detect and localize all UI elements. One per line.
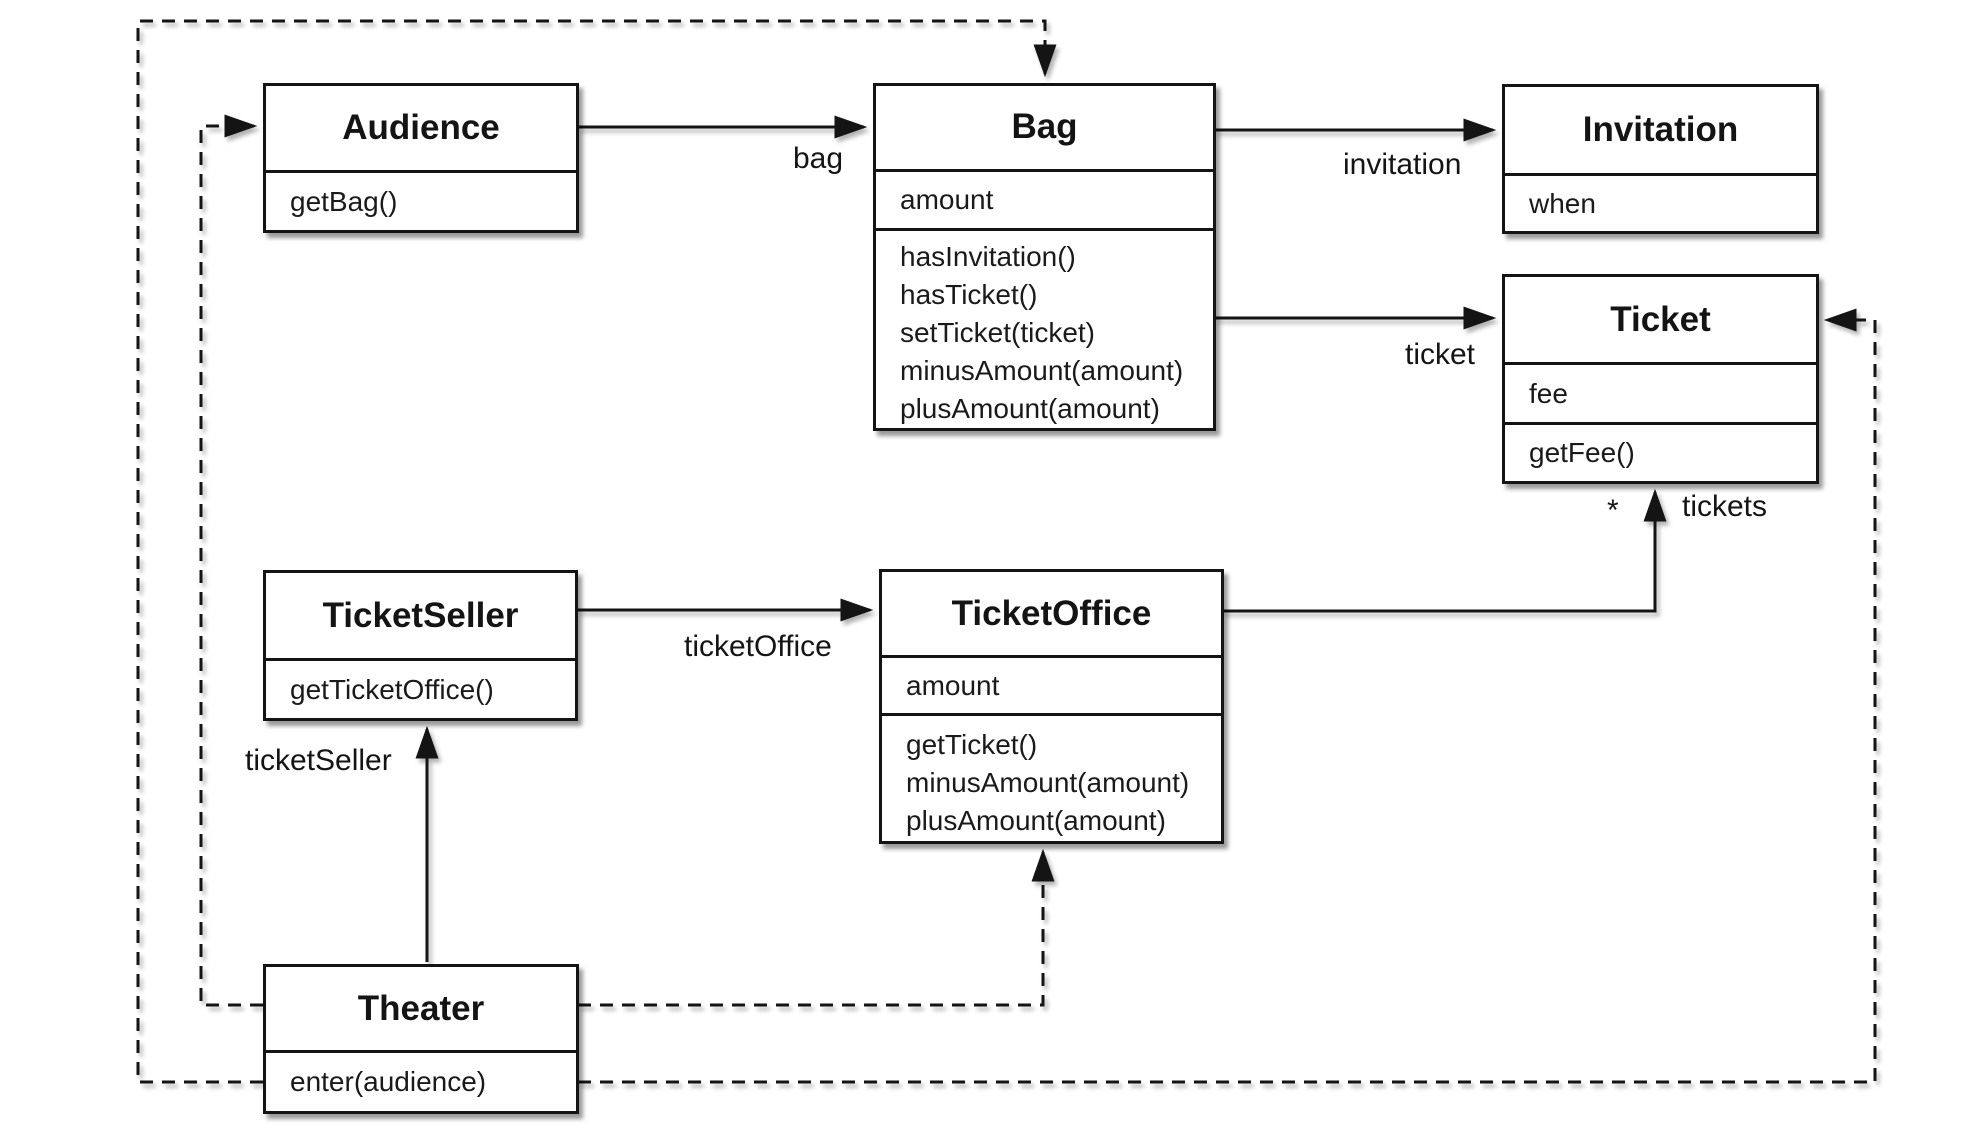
class-theater-name: Theater	[357, 988, 485, 1028]
class-bag-methods: hasInvitation() hasTicket() setTicket(ti…	[876, 228, 1213, 428]
class-ticketseller-methods: getTicketOffice()	[266, 658, 575, 718]
class-audience-name: Audience	[342, 108, 500, 147]
method: hasTicket()	[900, 279, 1038, 310]
attribute: amount	[906, 669, 1000, 701]
connector-theater-to-audience-dashed	[199, 114, 263, 1007]
method: getFee()	[1529, 437, 1635, 468]
class-bag-name: Bag	[1011, 107, 1078, 147]
method: plusAmount(amount)	[900, 393, 1160, 424]
method: plusAmount(amount)	[906, 805, 1166, 836]
method: enter(audience)	[290, 1066, 487, 1097]
attribute: fee	[1529, 377, 1568, 409]
class-ticket-attributes: fee	[1505, 362, 1816, 422]
class-invitation: Invitation when	[1502, 84, 1819, 234]
method: minusAmount(amount)	[900, 355, 1184, 386]
method: getTicketOffice()	[290, 673, 494, 705]
edge-label-ticketseller: ticketSeller	[245, 744, 392, 777]
method: getTicket()	[906, 729, 1038, 760]
method: setTicket(ticket)	[900, 317, 1095, 348]
attribute: amount	[900, 183, 994, 215]
edge-label-ticket: ticket	[1405, 338, 1476, 371]
edge-label-tickets-multiplicity: *	[1607, 494, 1619, 527]
edge-label-invitation: invitation	[1343, 148, 1462, 181]
class-invitation-attributes: when	[1505, 173, 1816, 231]
class-theater-methods: enter(audience)	[266, 1050, 576, 1111]
class-audience-methods: getBag()	[266, 170, 576, 230]
edge-label-bag: bag	[793, 142, 844, 175]
class-ticketseller: TicketSeller getTicketOffice()	[263, 570, 578, 721]
class-bag-attributes: amount	[876, 168, 1213, 228]
method: hasInvitation()	[900, 241, 1076, 272]
class-ticketoffice-name: TicketOffice	[951, 593, 1152, 633]
class-ticket-name: Ticket	[1610, 299, 1711, 339]
class-invitation-name: Invitation	[1582, 110, 1739, 149]
class-ticketseller-name: TicketSeller	[322, 595, 519, 635]
connector-theater-to-ticketoffice-dashed	[578, 848, 1055, 1007]
attribute: when	[1529, 187, 1596, 219]
method: minusAmount(amount)	[906, 767, 1190, 798]
class-ticketoffice: TicketOffice amount getTicket() minusAmo…	[879, 569, 1224, 844]
connector-theater-to-ticket-dashed	[578, 308, 1877, 1084]
edge-label-tickets: tickets	[1682, 490, 1768, 523]
class-audience: Audience getBag()	[263, 83, 579, 233]
class-ticketoffice-attributes: amount	[882, 655, 1221, 713]
class-ticket-methods: getFee()	[1505, 422, 1816, 481]
class-theater: Theater enter(audience)	[263, 964, 579, 1114]
edge-label-ticketoffice: ticketOffice	[684, 630, 832, 663]
class-bag: Bag amount hasInvitation() hasTicket() s…	[873, 83, 1216, 431]
class-ticket: Ticket fee getFee()	[1502, 274, 1819, 484]
connector-ticketoffice-to-ticket	[1223, 488, 1667, 613]
class-ticketoffice-methods: getTicket() minusAmount(amount) plusAmou…	[882, 713, 1221, 841]
method: getBag()	[290, 185, 398, 217]
